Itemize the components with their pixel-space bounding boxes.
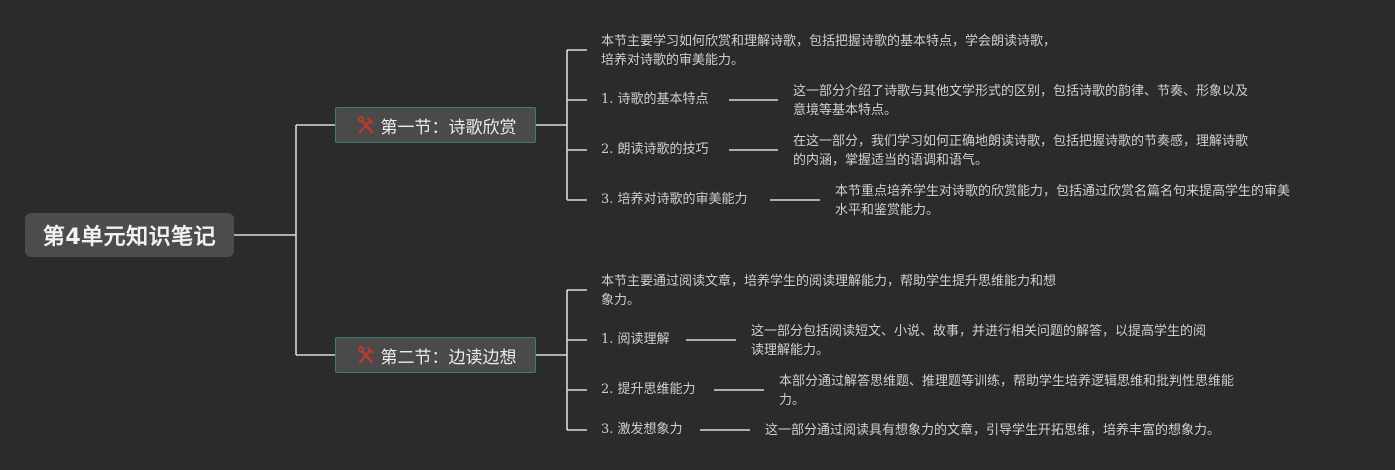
- section1-intro-line2: 培养对诗歌的审美能力。: [601, 53, 745, 68]
- root-node[interactable]: 第4单元知识笔记: [25, 213, 234, 257]
- section1-item3-label[interactable]: 3. 培养对诗歌的审美能力: [601, 192, 748, 207]
- section2-intro-line1: 本节主要通过阅读文章，培养学生的阅读理解能力，帮助学生提升思维能力和想: [601, 274, 1057, 289]
- link-section1-branches: [536, 49, 587, 201]
- tools-icon: [357, 116, 374, 134]
- section2-item1-label[interactable]: 1. 阅读理解: [601, 332, 670, 347]
- section2-item1-desc-line1: 这一部分包括阅读短文、小说、故事，并进行相关问题的解答，以提高学生的阅: [751, 324, 1207, 339]
- section1-intro-line1: 本节主要学习如何欣赏和理解诗歌，包括把握诗歌的基本特点，学会朗读诗歌，: [601, 34, 1057, 49]
- section2-item1-desc-line2: 读理解能力。: [751, 343, 830, 358]
- section1-item3-desc-line1: 本节重点培养学生对诗歌的欣赏能力，包括通过欣赏名篇名句来提高学生的审美: [835, 184, 1291, 199]
- link-root-trunk: [234, 124, 335, 356]
- section-node-1[interactable]: 第一节：诗歌欣赏: [335, 107, 536, 143]
- section1-item2-label[interactable]: 2. 朗读诗歌的技巧: [601, 142, 709, 157]
- section1-item3-desc-line2: 水平和鉴赏能力。: [835, 203, 940, 218]
- link-section2-branches: [536, 289, 587, 431]
- section2-intro-line2: 象力。: [601, 293, 641, 308]
- section1-item1-desc-line1: 这一部分介绍了诗歌与其他文学形式的区别，包括诗歌的韵律、节奏、形象以及: [793, 84, 1249, 99]
- section1-item2-desc-line1: 在这一部分，我们学习如何正确地朗读诗歌，包括把握诗歌的节奏感，理解诗歌: [793, 134, 1249, 149]
- section2-item2-desc-line1: 本部分通过解答思维题、推理题等训练，帮助学生培养逻辑思维和批判性思维能: [779, 374, 1235, 389]
- section1-item1-desc-line2: 意境等基本特点。: [793, 103, 898, 118]
- section2-item2-label[interactable]: 2. 提升思维能力: [601, 382, 696, 397]
- section1-item1-label[interactable]: 1. 诗歌的基本特点: [601, 92, 709, 107]
- section2-item3-desc-line1: 这一部分通过阅读具有想象力的文章，引导学生开拓思维，培养丰富的想象力。: [765, 423, 1221, 438]
- section-node-2[interactable]: 第二节：边读边想: [335, 337, 536, 373]
- section-title: 第一节：诗歌欣赏: [380, 117, 517, 138]
- section1-item2-desc-line2: 的内涵，掌握适当的语调和语气。: [793, 153, 989, 168]
- section-title: 第二节：边读边想: [380, 347, 517, 368]
- section2-item3-label[interactable]: 3. 激发想象力: [601, 422, 683, 437]
- tools-icon: [357, 346, 374, 364]
- section2-item2-desc-line2: 力。: [779, 393, 806, 408]
